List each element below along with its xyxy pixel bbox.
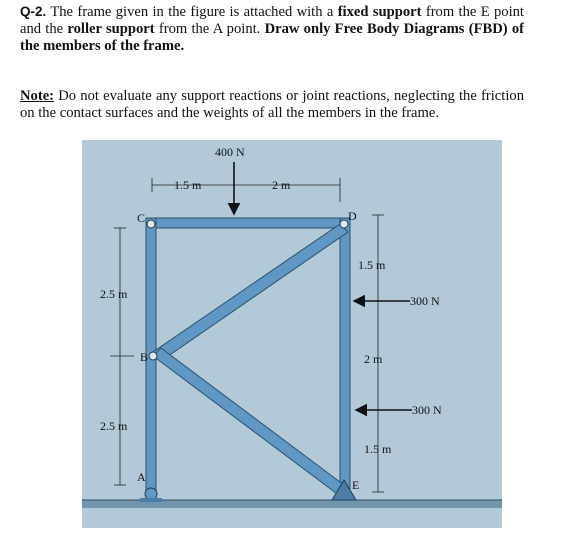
question-fixed-support: fixed support — [337, 4, 422, 20]
member-top-cd — [145, 217, 349, 229]
pin-c — [146, 219, 156, 229]
note-paragraph: Note: Do not evaluate any support reacti… — [20, 88, 524, 122]
dim-label-right-1: 1.5 m — [358, 258, 386, 272]
frame-figure: 1.5 m 2 m 400 N 2.5 m 2.5 m 1.5 m 2 m 1.… — [82, 140, 502, 528]
question-roller-support: roller support — [67, 21, 155, 38]
fixed-support-e — [331, 479, 357, 501]
question-text-3: from the A point. — [154, 21, 265, 38]
dim-label-top-left: 1.5 m — [174, 178, 202, 192]
ground-plate — [82, 500, 502, 508]
note-text: Do not evaluate any support reactions or… — [20, 88, 524, 122]
point-label-a: A — [137, 470, 146, 484]
load-label-right-2: 300 N — [412, 403, 442, 417]
dim-label-left-upper: 2.5 m — [100, 287, 128, 301]
dim-label-right-2: 2 m — [364, 352, 383, 366]
load-label-right-1: 300 N — [410, 294, 440, 308]
point-label-d: D — [348, 209, 357, 223]
question-number: Q-2. — [20, 4, 47, 19]
load-label-top: 400 N — [215, 145, 245, 159]
question-text-1: The frame given in the figure is attache… — [46, 4, 338, 20]
point-label-b: B — [140, 350, 148, 364]
note-label: Note: — [20, 88, 55, 104]
point-label-e: E — [352, 478, 359, 492]
member-right-de — [339, 217, 351, 494]
question-text-2: from the E point and the — [20, 4, 524, 38]
pin-d — [339, 219, 349, 229]
point-label-c: C — [137, 211, 145, 225]
pin-b — [148, 351, 158, 361]
question-text: Q-2. The frame given in the figure is at… — [20, 3, 524, 56]
dim-label-left-lower: 2.5 m — [100, 419, 128, 433]
dim-label-right-3: 1.5 m — [364, 442, 392, 456]
roller-a-base — [140, 498, 162, 502]
dim-label-top-right: 2 m — [272, 178, 291, 192]
question-instruction: Draw only Free Body Diagrams (FBD) of th… — [20, 21, 525, 55]
